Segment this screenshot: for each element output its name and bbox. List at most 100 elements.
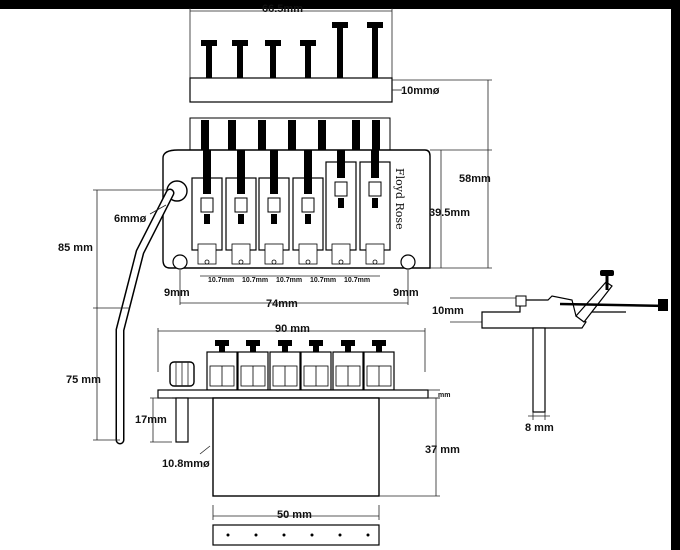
tuner-screw-shaft [206,45,212,89]
saddle-string [237,150,245,194]
top-frame-bar [0,0,680,9]
tuner-screw-head [232,40,248,46]
hole-left-label: 9mm [164,287,190,299]
saddle-top-bar [352,120,360,150]
saddle-top-bar [288,120,296,150]
saddle-clamp [234,197,248,213]
string-spacing-label: 10.7mm [310,277,336,284]
saddle-string [203,150,211,194]
tiny-mm-label: mm [438,392,450,399]
saddle-clamp [334,181,348,197]
top-width-label: 66.5mm [262,3,303,15]
right-frame-bar [671,0,680,550]
tuner-screw-shaft [237,45,243,89]
saddle-screw [204,259,210,265]
height-58-label: 58mm [459,173,491,185]
saddle-bolt [338,198,344,208]
tuner-screw-head [332,22,348,28]
block-37-label: 37 mm [425,444,460,456]
side-plate [481,295,587,329]
pivot-hole-right [400,254,416,270]
saddle-string [371,150,379,178]
front-view: 90 mm mm 17mm 10.8mmø [135,323,460,546]
saddle-bolt [204,214,210,224]
dim-line [199,445,211,455]
side-10-label: 10mm [432,305,464,317]
side-view: 10mm 8 mm [432,270,669,434]
front-tuner-knob [309,340,323,346]
span-74-label: 74mm [266,298,298,310]
saddle-bolt [372,198,378,208]
width-90-label: 90 mm [275,323,310,335]
front-tuner-shaft [219,344,225,352]
saddle-clamp [368,181,382,197]
saddle-blocks [191,150,391,265]
string-line [559,302,669,308]
height-17-label: 17mm [135,414,167,426]
saddle-clamp [267,197,281,213]
saddle-screw [271,259,277,265]
tuner-screw-shaft [337,27,343,89]
saddle-string [304,150,312,194]
string-spacing-label: 10.7mm [242,277,268,284]
bottom-hole [366,533,370,537]
front-tuner-knob [341,340,355,346]
saddle-top-bar [318,120,326,150]
front-tuner-shaft [376,344,382,352]
arm-dia-label: 6mmø [114,213,147,225]
brand-text: Floyd Rose [393,168,406,230]
side-pivot [515,295,527,307]
front-tuner-knob [246,340,260,346]
front-tuner-knob [215,340,229,346]
string-spacing-label: 10.7mm [344,277,370,284]
saddle-top-bars [201,120,380,150]
screw-dia-label: 10mmø [401,85,440,97]
tuner-screw-head [201,40,217,46]
saddle-string [270,150,278,194]
saddle-bolt [305,214,311,224]
depth-39-label: 39.5mm [429,207,470,219]
string-end [658,299,668,311]
bottom-hole [282,533,286,537]
top-view: 66.5mm 10mmø Floyd Rose [58,3,492,445]
side-block [532,327,546,413]
pivot-hole-left [172,254,188,270]
tuner-bar [189,77,393,103]
front-saddles [206,340,395,391]
saddle-screw [305,259,311,265]
front-tuner-shaft [282,344,288,352]
saddle-bolt [271,214,277,224]
saddle-string [337,150,345,178]
saddle-top-bar [258,120,266,150]
stud-post [175,397,189,443]
tuner-screw-shaft [305,45,311,89]
string-spacing-label: 10.7mm [208,277,234,284]
tuner-screw-head [300,40,316,46]
saddle-bolt [238,214,244,224]
tremolo-arm [117,190,173,443]
saddle-top-bar [228,120,236,150]
string-spacing-label: 10.7mm [276,277,302,284]
bottom-hole [226,533,230,537]
saddle-top-bar [372,120,380,150]
saddle-screw [238,259,244,265]
saddle-clamp [301,197,315,213]
dim-line [149,204,167,215]
string-spacing-labels: 10.7mm 10.7mm 10.7mm 10.7mm 10.7mm [208,277,370,284]
bottom-hole [338,533,342,537]
sustain-block [212,397,380,497]
front-tuner-knob [372,340,386,346]
tuner-screw-shaft [372,27,378,89]
saddle-screw [372,259,378,265]
arm-85-label: 85 mm [58,242,93,254]
block-bottom-holes [226,533,370,537]
front-base-plate [157,389,429,399]
arm-75-label: 75 mm [66,374,101,386]
front-tuner-shaft [313,344,319,352]
side-tuner-knob [600,270,614,276]
front-tuner-shaft [250,344,256,352]
post-dia-label: 10.8mmø [162,458,210,470]
hole-right-label: 9mm [393,287,419,299]
